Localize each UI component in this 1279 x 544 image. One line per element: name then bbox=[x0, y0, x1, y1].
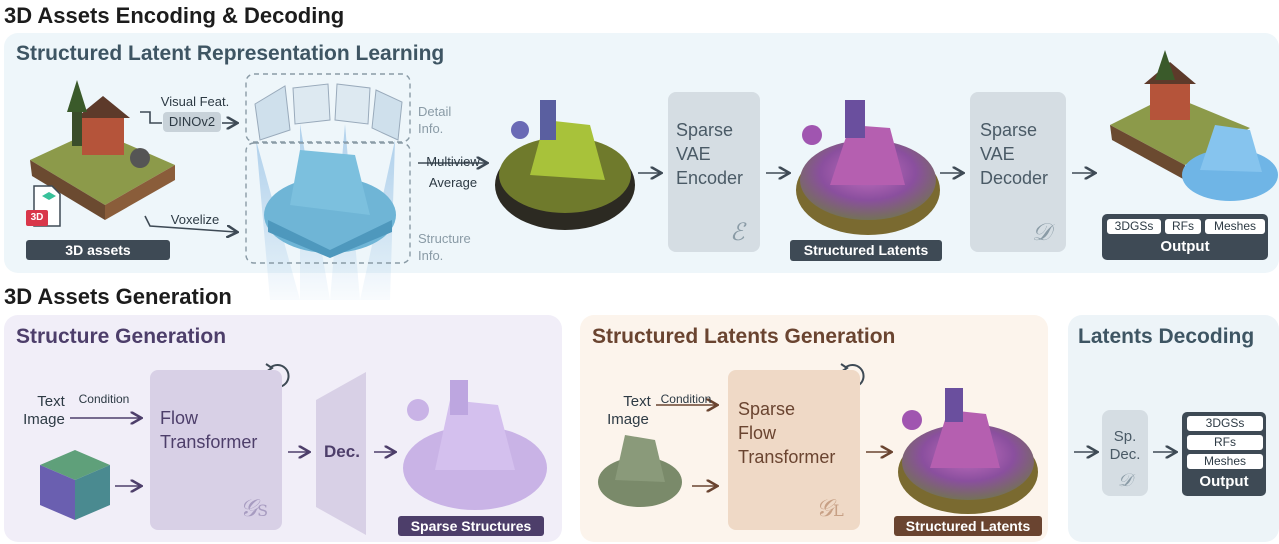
encoder-symbol: ℰ bbox=[730, 218, 745, 246]
structure-info-label-2: Info. bbox=[418, 248, 444, 263]
encoder-line-1: Sparse bbox=[676, 120, 734, 140]
voxelize-label: Voxelize bbox=[170, 212, 220, 227]
encoder-line-2: VAE bbox=[676, 144, 711, 164]
noisy-latent-structure-illustration bbox=[598, 435, 682, 507]
lg-flow-symbol: 𝒢L bbox=[816, 494, 844, 522]
encoding-panel-title: Structured Latent Representation Learnin… bbox=[16, 42, 445, 65]
dec-label: Dec. bbox=[324, 442, 360, 461]
structured-latents-illustration-top bbox=[796, 100, 940, 235]
output-house-illustration bbox=[1110, 50, 1278, 201]
decoder-line-3: Decoder bbox=[980, 168, 1049, 188]
3d-file-badge: 3D bbox=[30, 212, 44, 223]
output-rfs-bottom: RFs bbox=[1186, 434, 1264, 451]
sp-dec-line-2: Dec. bbox=[1109, 446, 1141, 463]
lg-flow-line-3: Transformer bbox=[738, 447, 836, 467]
structure-info-label-1: Structure bbox=[418, 231, 471, 246]
house-asset-illustration bbox=[30, 80, 175, 220]
sparse-structures-illustration bbox=[403, 380, 547, 510]
output-meshes-bottom: Meshes bbox=[1186, 453, 1264, 470]
output-rfs-top: RFs bbox=[1164, 218, 1202, 235]
output-label-top: Output bbox=[1160, 238, 1210, 255]
sg-flow-line-1: Flow bbox=[160, 408, 199, 428]
visual-feat-label: Visual Feat. bbox=[160, 94, 230, 109]
decoder-symbol: 𝒟 bbox=[1032, 218, 1052, 246]
sparse-flow-transformer-box bbox=[728, 370, 860, 530]
sp-dec-line-1: Sp. bbox=[1113, 428, 1137, 445]
encoding-section-title: 3D Assets Encoding & Decoding bbox=[4, 3, 345, 28]
structure-generation-title: Structure Generation bbox=[16, 325, 227, 348]
sparse-structures-tag: Sparse Structures bbox=[398, 516, 544, 536]
sparse-vae-encoder-box bbox=[668, 92, 760, 252]
voxel-structure-illustration bbox=[264, 150, 396, 258]
generation-section-title: 3D Assets Generation bbox=[4, 284, 232, 309]
encoder-line-3: Encoder bbox=[676, 168, 744, 188]
feature-volume-illustration bbox=[495, 100, 635, 230]
multiview-label-2: Average bbox=[428, 175, 478, 190]
multiview-feature-thumbnails bbox=[254, 83, 403, 141]
dinov2-box: DINOv2 bbox=[163, 112, 221, 132]
decoder-line-1: Sparse bbox=[980, 120, 1038, 140]
latent-generation-title: Structured Latents Generation bbox=[592, 325, 896, 348]
output-3dgs-top: 3DGSs bbox=[1106, 218, 1162, 235]
sg-condition-label: Condition bbox=[78, 392, 130, 406]
sg-flow-line-2: Transformer bbox=[160, 432, 258, 452]
sp-dec-box bbox=[1102, 410, 1148, 496]
encoding-panel bbox=[4, 33, 1279, 273]
detail-info-label-2: Info. bbox=[418, 121, 444, 136]
3d-assets-tag: 3D assets bbox=[26, 240, 170, 260]
lg-text-label: Text bbox=[623, 393, 651, 410]
decoder-trapezoid bbox=[316, 372, 366, 535]
sg-text-label: Text bbox=[37, 393, 65, 410]
lg-flow-line-1: Sparse bbox=[738, 399, 796, 419]
flow-transformer-box bbox=[150, 370, 282, 530]
output-3dgs-bottom: 3DGSs bbox=[1186, 415, 1264, 432]
lg-condition-label: Condition bbox=[660, 392, 712, 406]
3d-file-icon bbox=[26, 185, 61, 227]
multiview-label-1: Multiview bbox=[426, 154, 480, 169]
decoder-line-2: VAE bbox=[980, 144, 1015, 164]
structured-latents-illustration-bottom bbox=[898, 388, 1038, 514]
output-label-bottom: Output bbox=[1199, 473, 1249, 490]
detail-info-label-1: Detail bbox=[418, 104, 452, 119]
sg-image-label: Image bbox=[23, 411, 65, 428]
sg-flow-symbol: 𝒢S bbox=[240, 494, 269, 522]
sp-dec-symbol: 𝒟 bbox=[1118, 470, 1133, 491]
structured-latents-tag-bottom: Structured Latents bbox=[894, 516, 1042, 536]
noise-cube-illustration bbox=[40, 450, 110, 520]
structured-latents-tag-top: Structured Latents bbox=[790, 240, 942, 261]
latents-decoding-title: Latents Decoding bbox=[1078, 325, 1255, 348]
lg-image-label: Image bbox=[607, 411, 649, 428]
lg-flow-line-2: Flow bbox=[738, 423, 777, 443]
output-meshes-top: Meshes bbox=[1204, 218, 1266, 235]
sparse-vae-decoder-box bbox=[970, 92, 1066, 252]
